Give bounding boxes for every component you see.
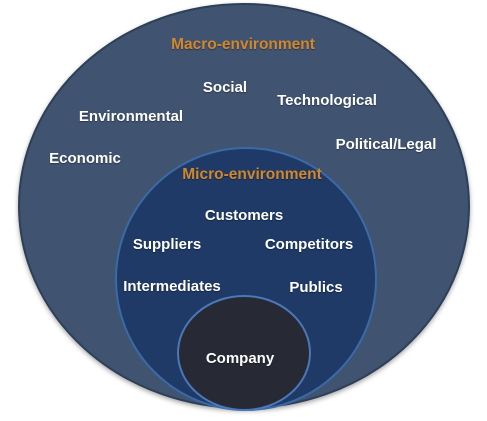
company-circle: [177, 295, 311, 411]
macro-force-political-legal: Political/Legal: [335, 136, 437, 153]
company-label: Company: [205, 350, 275, 367]
macro-force-economic: Economic: [49, 150, 121, 167]
macro-force-social: Social: [202, 79, 248, 96]
micro-environment-title: Micro-environment: [182, 166, 322, 183]
macro-environment-title: Macro-environment: [171, 36, 315, 53]
macro-force-environmental: Environmental: [78, 108, 184, 125]
micro-actor-publics: Publics: [289, 279, 343, 296]
micro-actor-suppliers: Suppliers: [132, 236, 202, 253]
macro-force-technological: Technological: [277, 92, 377, 109]
micro-actor-intermediates: Intermediates: [123, 278, 221, 295]
micro-actor-customers: Customers: [204, 207, 284, 224]
micro-actor-competitors: Competitors: [264, 236, 354, 253]
